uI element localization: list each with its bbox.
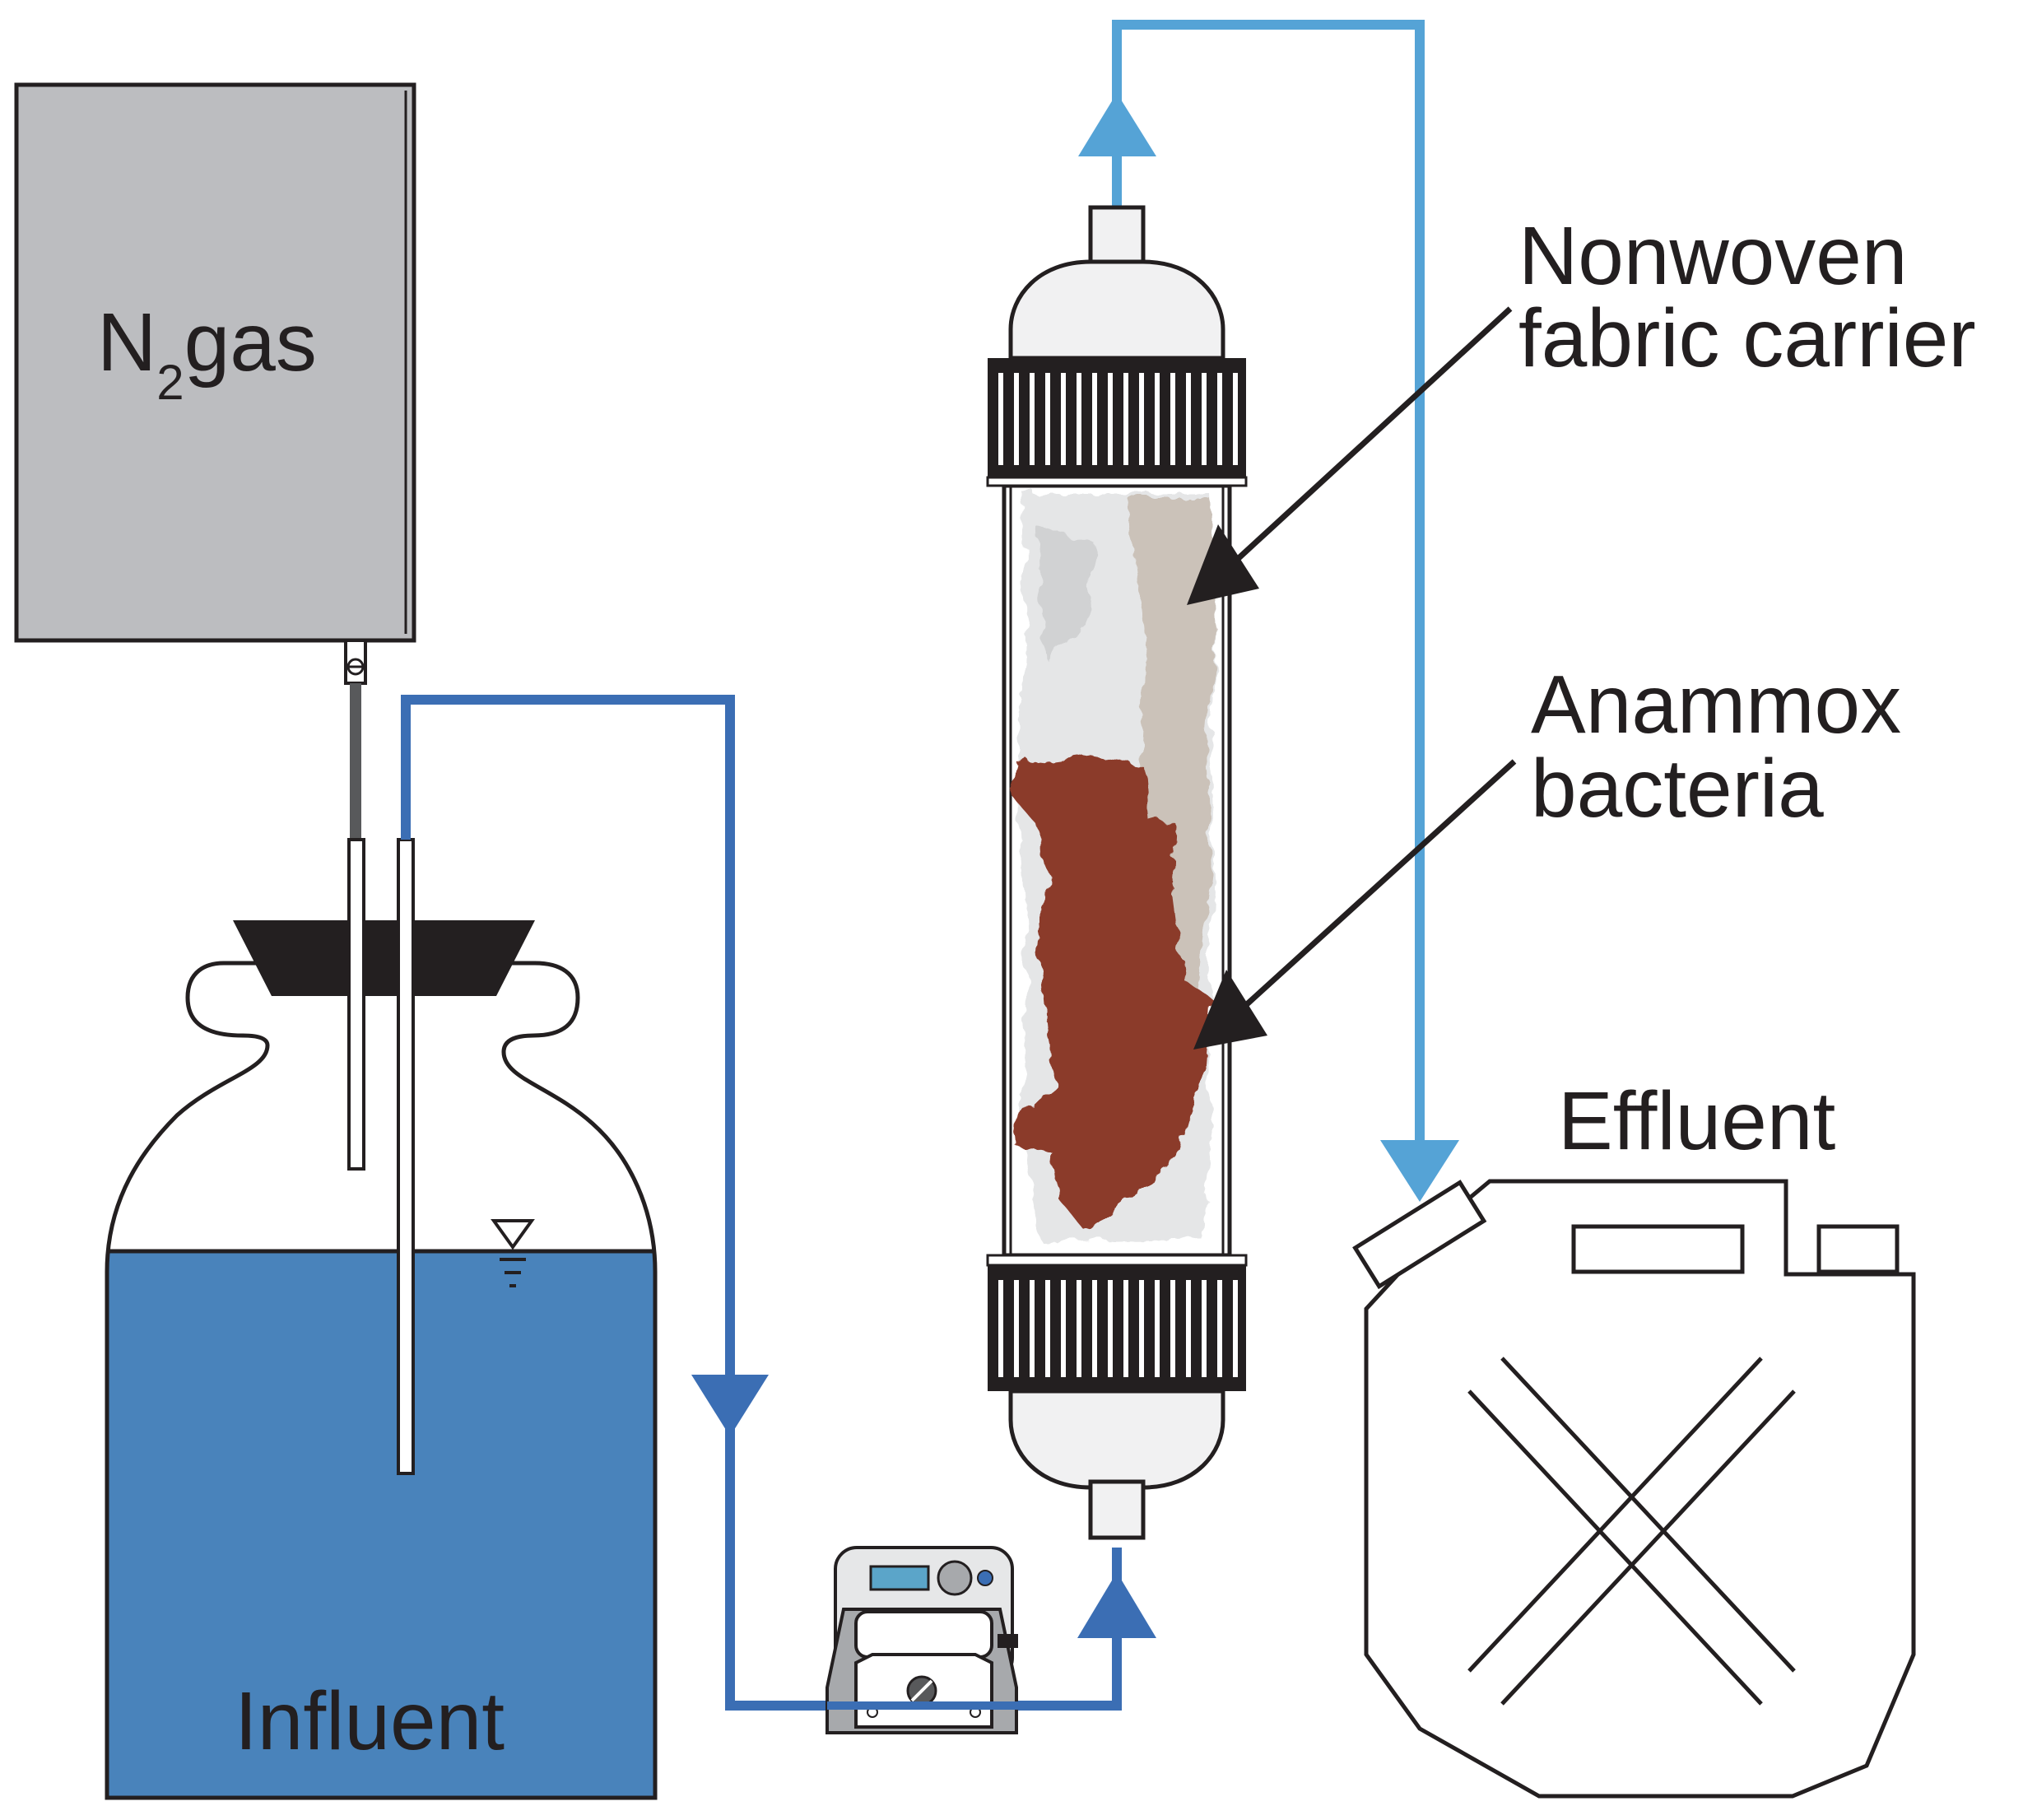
- gas-valve: [344, 639, 367, 685]
- water-level-marker: [491, 1219, 535, 1250]
- bacteria-callout: Anammox bacteria: [1193, 659, 1901, 1050]
- influent-line: [401, 695, 1122, 1711]
- bottom-collar: [986, 1254, 1248, 1391]
- influent-tank: Influent: [105, 961, 658, 1800]
- flow-arrow-up: [1077, 1572, 1156, 1638]
- bacteria-label-line1: Anammox: [1531, 659, 1901, 751]
- gas-inlet-tube: [347, 838, 365, 1171]
- reactor-column: [986, 205, 1248, 1540]
- effluent-container: Effluent: [1352, 1075, 1916, 1799]
- flow-arrow-down: [691, 1375, 769, 1436]
- flow-arrow-effluent-up: [1078, 93, 1156, 156]
- bacteria-arrowhead: [1193, 970, 1267, 1050]
- flow-arrow-effluent-down: [1380, 1140, 1459, 1202]
- bacteria-label-line2: bacteria: [1531, 742, 1824, 835]
- carrier-arrowhead: [1187, 524, 1259, 605]
- effluent-label: Effluent: [1558, 1075, 1836, 1167]
- top-collar: [986, 358, 1248, 487]
- carrier-callout: Nonwoven fabric carrier: [1187, 210, 1976, 605]
- influent-draw-tube: [397, 838, 415, 1475]
- carrier-label-line1: Nonwoven: [1518, 210, 1908, 302]
- n2-gas-label: N2gas: [97, 296, 317, 410]
- n2-gas-cylinder: N2gas: [14, 82, 416, 643]
- rubber-stopper: [233, 920, 535, 996]
- influent-label: Influent: [235, 1675, 505, 1767]
- carrier-label-line2: fabric carrier: [1518, 292, 1976, 384]
- anammox-bacteria: [1011, 756, 1211, 1231]
